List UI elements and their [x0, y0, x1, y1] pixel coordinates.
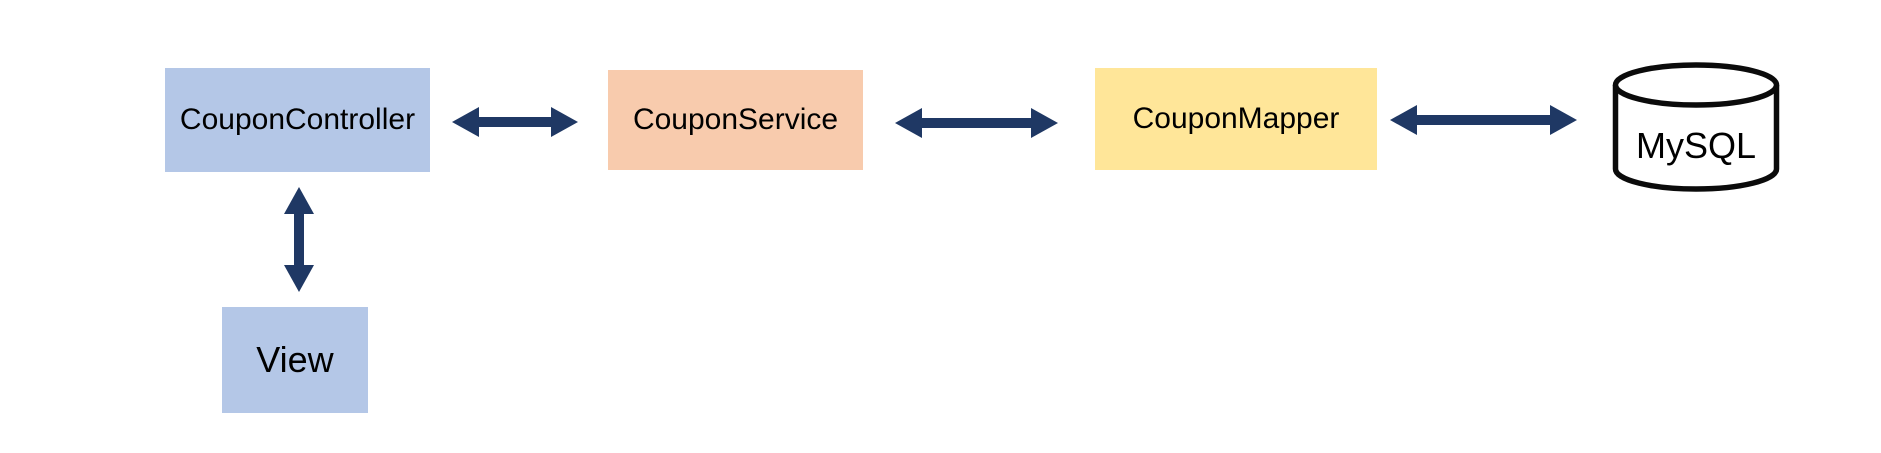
- node-coupon-service-label: CouponService: [632, 103, 839, 136]
- arrow-head-left: [1390, 105, 1417, 135]
- database-cylinder-body: [1612, 85, 1780, 192]
- node-view: View: [222, 307, 368, 413]
- node-mysql-label: MySQL: [1636, 125, 1756, 166]
- node-view-label: View: [256, 339, 334, 380]
- arrow-mapper-mysql: [1390, 105, 1577, 135]
- node-mysql: MySQL: [1612, 62, 1780, 193]
- database-cylinder-icon: MySQL: [1612, 62, 1780, 192]
- arrow-head-right: [1031, 108, 1058, 138]
- arrow-controller-view: [284, 187, 314, 292]
- arrow-head-right: [551, 107, 578, 137]
- node-coupon-controller-label: CouponController: [179, 103, 416, 136]
- arrow-head-right: [1550, 105, 1577, 135]
- node-coupon-controller: CouponController: [165, 68, 430, 172]
- node-coupon-service: CouponService: [608, 70, 863, 170]
- database-cylinder-top: [1612, 62, 1780, 108]
- arrow-head-down: [284, 265, 314, 292]
- node-coupon-mapper: CouponMapper: [1095, 68, 1377, 170]
- arrow-service-mapper: [895, 108, 1058, 138]
- arrow-head-left: [452, 107, 479, 137]
- arrow-head-left: [895, 108, 922, 138]
- arrow-head-up: [284, 187, 314, 214]
- arrow-controller-service: [452, 107, 578, 137]
- node-coupon-mapper-label: CouponMapper: [1132, 102, 1340, 135]
